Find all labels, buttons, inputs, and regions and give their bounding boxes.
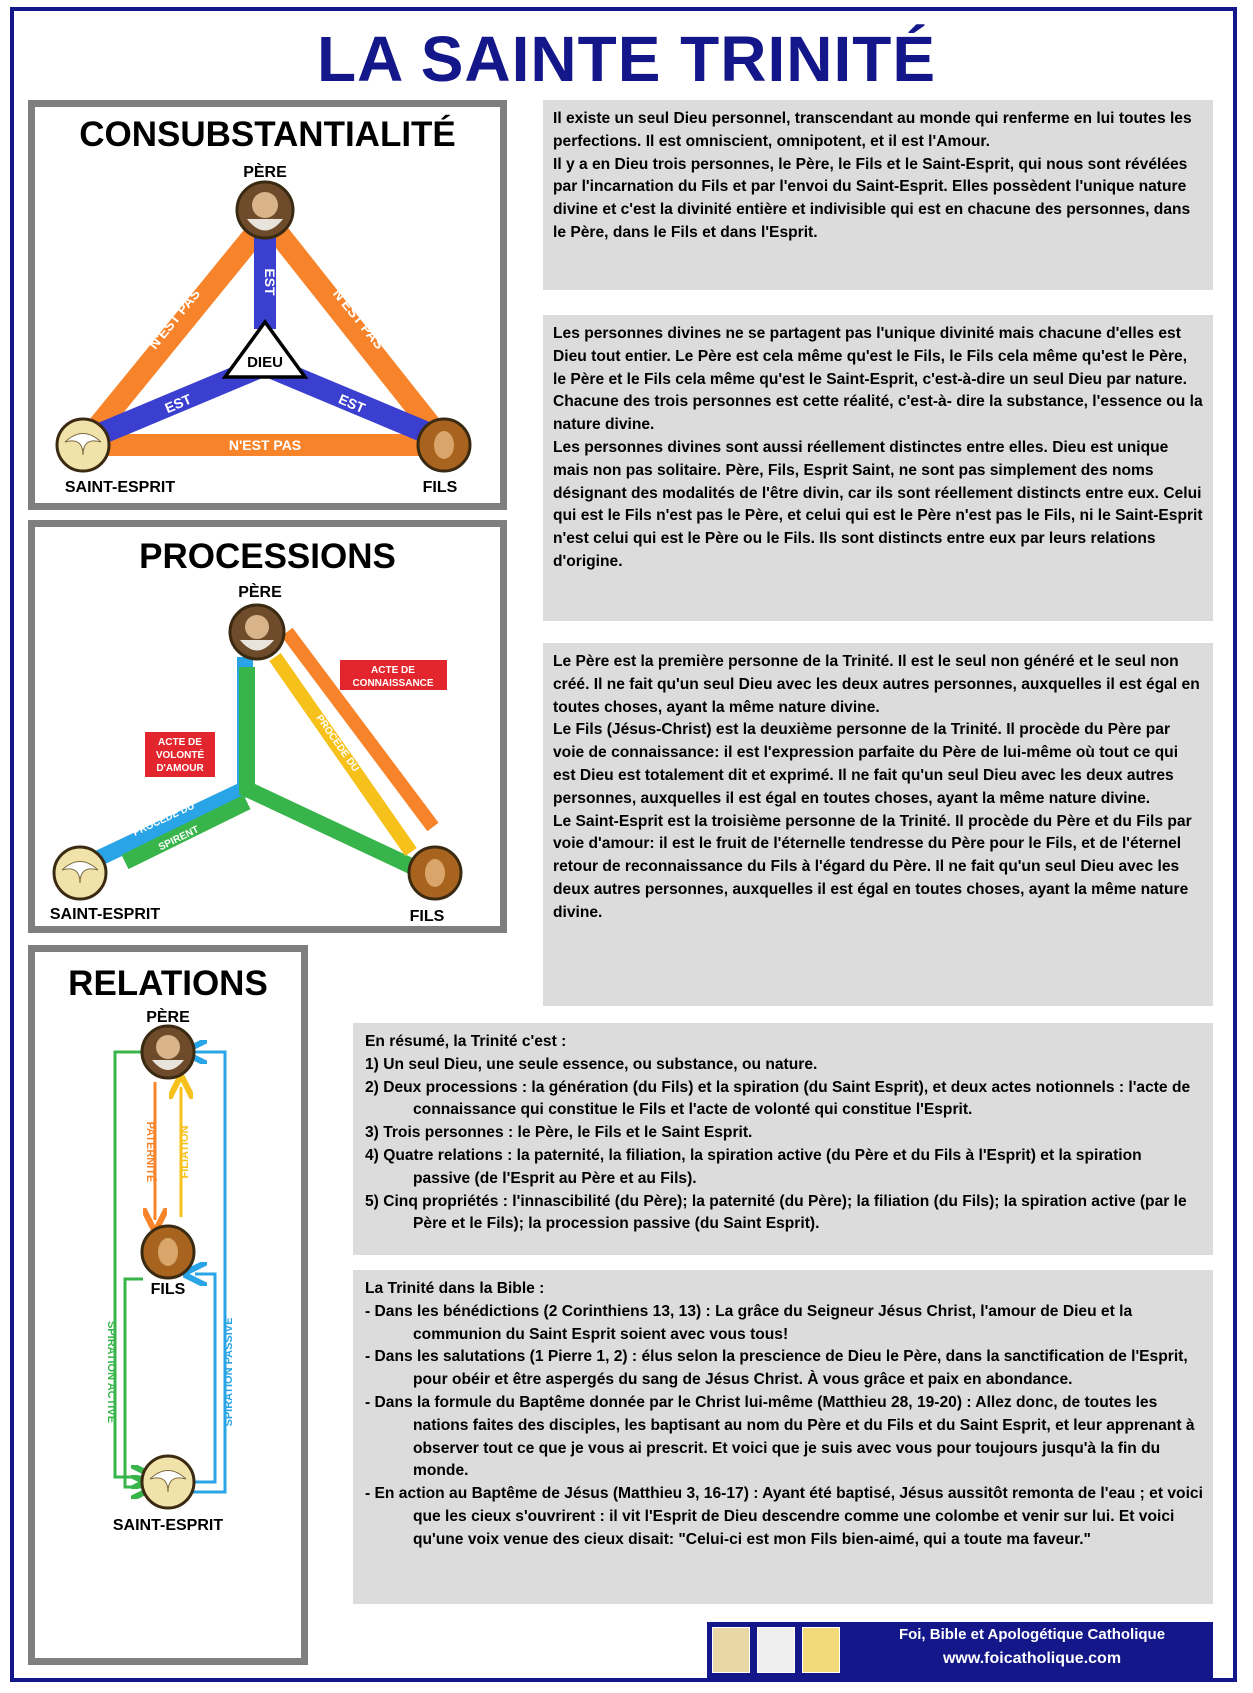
resume-item: 1) Un seul Dieu, une seule essence, ou s… bbox=[365, 1055, 818, 1073]
dove-icon bbox=[140, 1454, 196, 1510]
footer-banner[interactable]: Foi, Bible et Apologétique Catholique ww… bbox=[707, 1622, 1213, 1678]
resume-item: 2) Deux processions : la génération (du … bbox=[365, 1078, 1191, 1119]
label-filiation: FILIATION bbox=[179, 1125, 191, 1178]
fils-label: FILS bbox=[151, 1281, 186, 1298]
processions-diagram: ENGENDRE PROCÈDE DU PROCÈDE DU SPIRENT A… bbox=[50, 582, 463, 925]
green-path-fils bbox=[239, 667, 417, 875]
footer-url-link[interactable]: www.foicatholique.com bbox=[942, 1650, 1122, 1667]
fils-label: FILS bbox=[410, 908, 445, 925]
esprit-label: SAINT-ESPRIT bbox=[50, 906, 160, 923]
resume-item: 4) Quatre relations : la paternité, la f… bbox=[365, 1146, 1142, 1187]
bible-item: - Dans les salutations (1 Pierre 1, 2) :… bbox=[365, 1348, 1188, 1389]
green-upper-arrow bbox=[113, 1050, 143, 1477]
blue-upper-arrow bbox=[193, 1052, 227, 1494]
brain-icon bbox=[802, 1627, 840, 1673]
page-frame bbox=[10, 7, 1237, 1682]
christ-icon bbox=[416, 417, 472, 473]
pere-label: PÈRE bbox=[243, 162, 287, 181]
text2-para-1: Les personnes divines ne se partagent pa… bbox=[553, 325, 1203, 434]
text3-para-2: Le Fils (Jésus-Christ) est la deuxième p… bbox=[553, 721, 1179, 807]
consubstantialite-panel: CONSUBSTANTIALITÉ DIEU N'EST PAS N'EST P… bbox=[28, 100, 507, 510]
label-nest-pas-bottom: N'EST PAS bbox=[229, 437, 301, 453]
blue-lower-arrow bbox=[193, 1274, 217, 1484]
dieu-label: DIEU bbox=[247, 354, 283, 371]
relations-title: RELATIONS bbox=[68, 964, 268, 1003]
label-est-top: EST bbox=[262, 268, 278, 296]
footer-site-name: Foi, Bible et Apologétique Catholique bbox=[898, 1626, 1166, 1643]
acte-connaissance-box bbox=[340, 660, 447, 690]
text-box-3: Le Père est la première personne de la T… bbox=[543, 643, 1213, 1006]
resume-box: En résumé, la Trinité c'est : 1) Un seul… bbox=[353, 1023, 1213, 1255]
pere-icon bbox=[228, 603, 286, 661]
text3-para-1: Le Père est la première personne de la T… bbox=[553, 653, 1200, 716]
relations-panel: RELATIONS PATERNITÉ FILIATION SPIRATION … bbox=[28, 945, 308, 1665]
yellow-procede-path bbox=[269, 652, 417, 857]
label-spiration-active: SPIRATION ACTIVE bbox=[105, 1321, 117, 1423]
acte-connaissance-line2: CONNAISSANCE bbox=[352, 678, 433, 689]
resume-item: 5) Cinq propriétés : l'innascibilité (du… bbox=[365, 1192, 1187, 1233]
fils-label: FILS bbox=[423, 479, 458, 496]
dieu-triangle bbox=[221, 319, 309, 379]
consubstantialite-title: CONSUBSTANTIALITÉ bbox=[79, 115, 456, 154]
bible-list: - Dans les bénédictions (2 Corinthiens 1… bbox=[365, 1301, 1203, 1552]
text1-para-2: Il y a en Dieu trois personnes, le Père,… bbox=[553, 155, 1191, 241]
dove-icon bbox=[55, 417, 111, 473]
christ-icon bbox=[407, 845, 463, 901]
esprit-label: SAINT-ESPRIT bbox=[113, 1517, 223, 1534]
pere-label: PÈRE bbox=[238, 582, 282, 601]
pere-label: PÈRE bbox=[146, 1007, 190, 1026]
acte-volonte-line1: ACTE DE bbox=[158, 737, 202, 748]
bible-item: - En action au Baptême de Jésus (Matthie… bbox=[365, 1485, 1203, 1548]
dove-icon bbox=[52, 845, 108, 901]
text1-para-1: Il existe un seul Dieu personnel, transc… bbox=[553, 110, 1192, 150]
pere-icon bbox=[235, 180, 295, 240]
processions-title: PROCESSIONS bbox=[139, 537, 396, 576]
acte-connaissance-line1: ACTE DE bbox=[371, 665, 415, 676]
resume-heading: En résumé, la Trinité c'est : bbox=[365, 1033, 567, 1050]
text-box-1: Il existe un seul Dieu personnel, transc… bbox=[543, 100, 1213, 290]
relations-diagram: PATERNITÉ FILIATION SPIRATION ACTIVE SPI… bbox=[105, 1007, 235, 1534]
page-title: LA SAINTE TRINITÉ bbox=[316, 23, 937, 95]
green-lower-arrow bbox=[123, 1277, 143, 1487]
bible-box: La Trinité dans la Bible : - Dans les bé… bbox=[353, 1270, 1213, 1604]
acte-volonte-line3: D'AMOUR bbox=[156, 763, 204, 774]
edge-pere-esprit bbox=[78, 212, 276, 447]
bible-item: - Dans la formule du Baptême donnée par … bbox=[365, 1393, 1195, 1480]
pere-icon bbox=[140, 1024, 196, 1080]
christ-icon bbox=[712, 1627, 750, 1673]
christ-icon bbox=[140, 1224, 196, 1280]
bible-item: - Dans les bénédictions (2 Corinthiens 1… bbox=[365, 1302, 1133, 1343]
green-spirent-path bbox=[121, 794, 251, 870]
esprit-label: SAINT-ESPRIT bbox=[65, 479, 175, 496]
text3-para-3: Le Saint-Esprit est la troisième personn… bbox=[553, 812, 1192, 921]
edge-pere-fils bbox=[258, 212, 451, 447]
resume-item: 3) Trois personnes : le Père, le Fils et… bbox=[365, 1124, 753, 1142]
label-spiration-passive: SPIRATION PASSIVE bbox=[223, 1317, 235, 1426]
text2-para-2: Les personnes divines sont aussi réellem… bbox=[553, 438, 1203, 570]
resume-list: 1) Un seul Dieu, une seule essence, ou s… bbox=[365, 1054, 1203, 1236]
label-paternite: PATERNITÉ bbox=[144, 1122, 157, 1183]
consubstantialite-diagram: DIEU N'EST PAS N'EST PAS N'EST PAS EST E… bbox=[55, 162, 472, 496]
text-box-2: Les personnes divines ne se partagent pa… bbox=[543, 315, 1213, 621]
orange-engendre-path bbox=[281, 627, 439, 832]
processions-panel: PROCESSIONS ENGENDRE PROCÈDE DU PROCÈDE … bbox=[28, 520, 507, 933]
acte-volonte-line2: VOLONTÉ bbox=[156, 748, 205, 761]
bible-heading: La Trinité dans la Bible : bbox=[365, 1280, 545, 1297]
bible-icon bbox=[757, 1627, 795, 1673]
acte-volonte-box bbox=[145, 732, 215, 777]
